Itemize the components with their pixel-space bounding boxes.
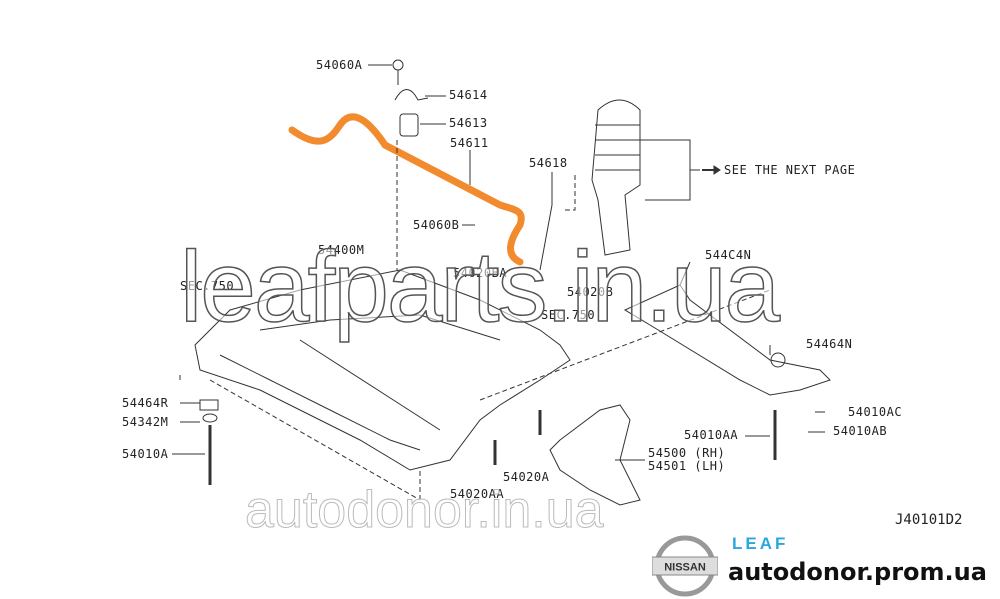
nissan-logo-text: NISSAN — [664, 562, 706, 574]
part-label-54010AC: 54010AC — [848, 405, 903, 419]
part-label-54060B: 54060B — [413, 218, 460, 232]
part-label-54342M: 54342M — [122, 415, 169, 429]
leaf-model-label: LEAF — [732, 534, 789, 553]
part-label-54500-rh: 54500 (RH) — [648, 446, 726, 460]
bushing — [399, 113, 419, 137]
part-label-54010AB: 54010AB — [833, 424, 888, 438]
part-label-544C4N: 544C4N — [705, 248, 752, 262]
nissan-logo: NISSAN — [652, 535, 718, 597]
part-label-54618: 54618 — [529, 156, 568, 170]
watermark-top: leafparts.in.ua — [179, 230, 781, 344]
part-label-54400M: 54400M — [318, 243, 365, 257]
part-label-54020B: 54020B — [567, 285, 614, 299]
washer — [202, 413, 218, 423]
part-label-54020BA: 54020BA — [453, 266, 508, 280]
diagram-code: J40101D2 — [895, 512, 963, 528]
lower-arm — [549, 404, 641, 506]
bolt-head — [392, 59, 404, 71]
strut-assembly — [591, 99, 641, 256]
part-label-54010A: 54010A — [122, 447, 169, 461]
section-ref-sec750: SEC.750 — [180, 279, 235, 293]
see-next-page-label: SEE THE NEXT PAGE — [724, 163, 856, 177]
stabilizer-bar — [288, 113, 525, 266]
part-label-54020A: 54020A — [503, 470, 550, 484]
washer — [770, 352, 786, 368]
bushing — [199, 399, 219, 411]
part-label-54614: 54614 — [449, 88, 488, 102]
bracket — [394, 89, 429, 101]
stabilizer-link — [539, 204, 553, 271]
front-member — [623, 284, 831, 396]
part-label-54613: 54613 — [449, 116, 488, 130]
part-label-54020AA: 54020AA — [450, 487, 505, 501]
part-label-54464R: 54464R — [122, 396, 169, 410]
part-label-54611: 54611 — [450, 136, 489, 150]
section-ref-sec750: SEC.750 — [541, 308, 596, 322]
part-label-54060A: 54060A — [316, 58, 363, 72]
site-url: autodonor.prom.ua — [728, 558, 987, 586]
part-label-54010AA: 54010AA — [684, 428, 739, 442]
subframe — [194, 269, 571, 471]
part-label-54501-lh: 54501 (LH) — [648, 459, 726, 473]
watermark-bottom: autodonor.in.ua — [245, 481, 605, 540]
part-label-54464N: 54464N — [806, 337, 853, 351]
